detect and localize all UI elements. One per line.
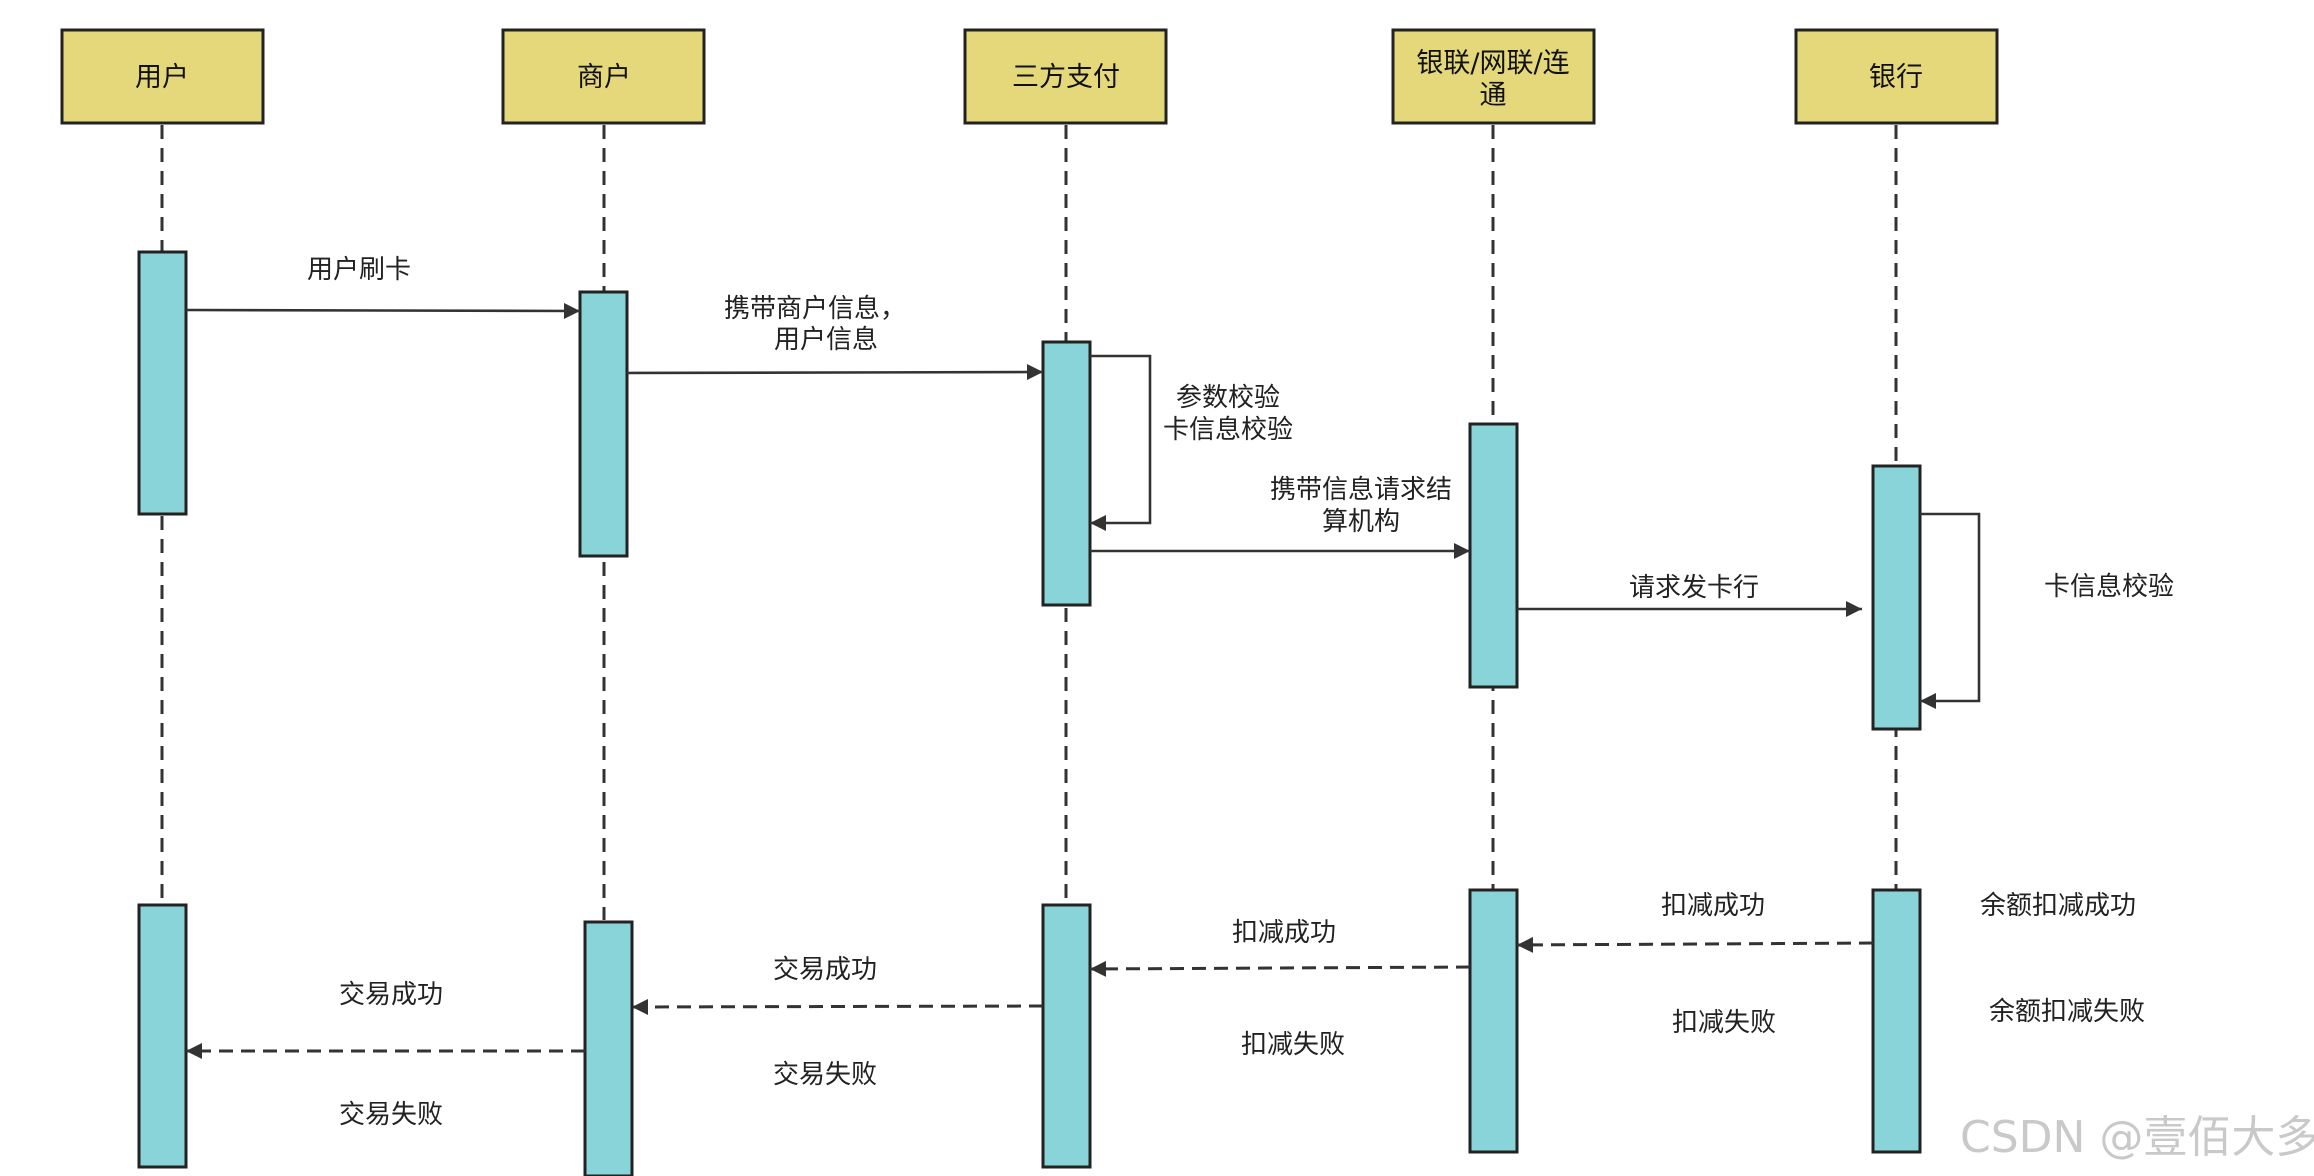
label-request-issuer: 请求发卡行 — [1629, 573, 1759, 603]
activation-merchant-1 — [578, 290, 629, 558]
actor-bank: 银行 — [1794, 28, 1999, 125]
label-merchant-trade-fail: 交易失败 — [339, 1100, 443, 1130]
activation-user-2 — [137, 903, 188, 1169]
actor-third-party-pay: 三方支付 — [963, 28, 1168, 125]
label-clearing-deduct-fail: 扣减失败 — [1241, 1030, 1345, 1060]
arrow-clearing-to-pay — [1089, 960, 1471, 977]
label-merchant-info-line1: 携带商户信息， — [724, 294, 906, 324]
label-self-check-line2: 卡信息校验 — [1163, 415, 1293, 445]
arrow-self-bank — [1920, 512, 1981, 709]
actor-clearing: 银联/网联/连通 — [1391, 28, 1596, 125]
activation-clearing-2 — [1468, 888, 1519, 1154]
activation-pay-2 — [1041, 903, 1092, 1169]
label-self-check-line1: 参数校验 — [1176, 383, 1280, 413]
actor-label-clearing: 银联/网联/连通 — [1416, 48, 1569, 111]
actor-merchant: 商户 — [501, 28, 706, 125]
actor-label-third-party-pay: 三方支付 — [1012, 62, 1120, 93]
arrow-pay-to-merchant — [631, 998, 1044, 1015]
actor-label-clearing-line-2: 通 — [1480, 80, 1507, 111]
activation-pay-1 — [1041, 340, 1092, 607]
label-user-swipe-card: 用户刷卡 — [307, 255, 411, 285]
label-merchant-trade-success: 交易成功 — [339, 980, 443, 1010]
activation-bank-1 — [1871, 464, 1922, 731]
actor-label-user: 用户 — [135, 62, 189, 93]
actor-label-bank: 银行 — [1869, 62, 1923, 93]
label-bank-deduct-fail: 扣减失败 — [1672, 1008, 1776, 1038]
label-request-settlement-line2: 算机构 — [1322, 507, 1400, 537]
label-balance-deduct-fail: 余额扣减失败 — [1989, 997, 2145, 1027]
label-bank-card-check: 卡信息校验 — [2044, 572, 2174, 602]
label-balance-deduct-success: 余额扣减成功 — [1980, 891, 2136, 921]
label-request-settlement-line1: 携带信息请求结 — [1270, 475, 1452, 505]
label-pay-trade-fail: 交易失败 — [773, 1060, 877, 1090]
actor-label-clearing-line-1: 银联/网联/连 — [1416, 48, 1569, 79]
arrow-bank-to-clearing — [1516, 936, 1874, 953]
label-bank-deduct-success: 扣减成功 — [1661, 891, 1765, 921]
arrow-merchant-to-pay — [626, 364, 1044, 381]
label-merchant-info-line2: 用户信息 — [774, 325, 878, 355]
actor-label-merchant: 商户 — [577, 62, 631, 93]
watermark-text: CSDN @壹佰大多 — [1960, 1112, 2314, 1163]
activation-user-1 — [137, 250, 188, 516]
actor-user: 用户 — [60, 28, 265, 125]
arrow-self-pay — [1090, 354, 1152, 531]
activation-bank-2 — [1871, 888, 1922, 1154]
label-clearing-deduct-success: 扣减成功 — [1232, 918, 1336, 948]
arrow-user-to-merchant — [185, 302, 581, 319]
activation-clearing-1 — [1468, 422, 1519, 689]
label-pay-trade-success: 交易成功 — [773, 955, 877, 985]
activation-merchant-2 — [583, 920, 634, 1176]
